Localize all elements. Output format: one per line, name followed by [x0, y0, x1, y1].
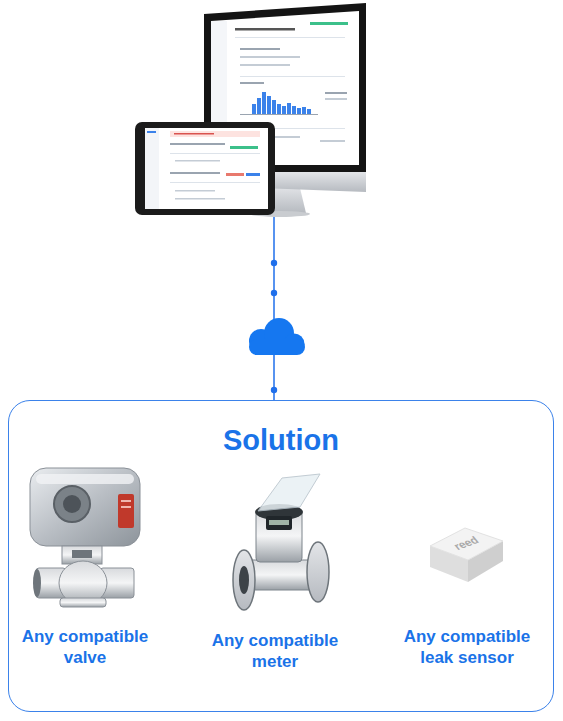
cloud-icon	[249, 318, 305, 355]
tablet-device	[135, 122, 275, 215]
network-line	[273, 214, 275, 401]
device-caption: Any compatible meter	[198, 630, 352, 672]
line-dot	[271, 290, 277, 296]
line-dot	[271, 387, 277, 393]
line-dot	[271, 260, 277, 266]
leak-sensor-illustration	[430, 528, 503, 582]
valve-illustration	[30, 468, 140, 607]
device-caption: Any compatible leak sensor	[390, 626, 544, 668]
section-heading: Solution	[9, 401, 553, 457]
device-caption: Any compatible valve	[8, 626, 162, 668]
meter-illustration	[233, 474, 329, 610]
